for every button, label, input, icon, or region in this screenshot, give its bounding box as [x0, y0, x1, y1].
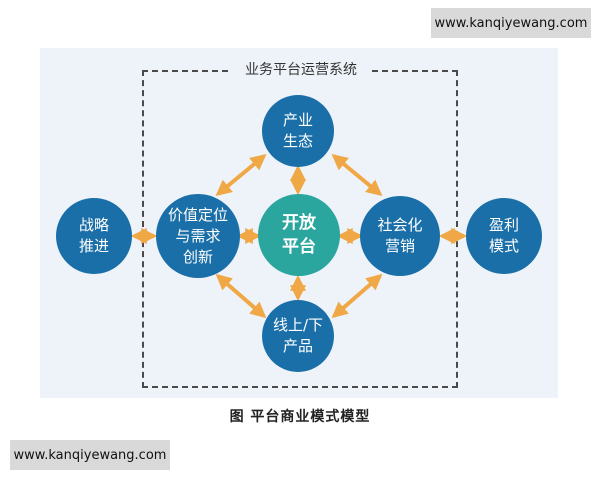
- watermark-bottom: www.kanqiyewang.com: [10, 440, 170, 470]
- arrow-top-right: [331, 153, 383, 197]
- figure-caption: 图 平台商业模式模型: [229, 409, 371, 425]
- watermark-top: www.kanqiyewang.com: [431, 8, 591, 38]
- arrow-right-bottom: [331, 273, 383, 319]
- node-online-offline-products: 线上/下 产品: [262, 300, 334, 372]
- arrow-left-bottom: [215, 273, 267, 319]
- node-strategy-promotion: 战略 推进: [56, 198, 132, 274]
- node-open-platform: 开放 平台: [258, 194, 340, 276]
- node-industry-ecosystem: 产业 生态: [262, 95, 334, 167]
- node-value-positioning: 价值定位 与需求 创新: [156, 194, 240, 278]
- node-social-marketing: 社会化 营销: [360, 196, 440, 276]
- frame-title: 业务平台运营系统: [230, 58, 372, 82]
- arrow-left-top: [215, 153, 267, 197]
- node-profit-model: 盈利 模式: [466, 198, 542, 274]
